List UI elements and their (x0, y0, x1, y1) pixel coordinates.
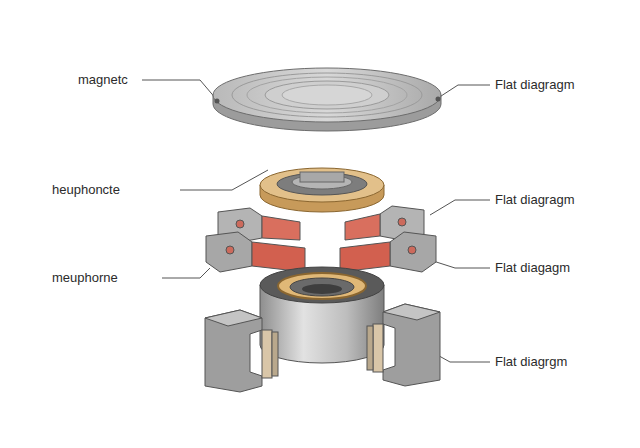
part-label: Flat diagragm (495, 192, 574, 208)
part-label: meuphorne (52, 270, 118, 286)
flat-diaphragm-disc (213, 68, 441, 131)
part-label: Flat diagragm (495, 77, 574, 93)
magnet-segments (206, 206, 436, 272)
voice-coil-ring (260, 168, 384, 212)
magnet-blocks (205, 304, 440, 392)
part-label: Flat diagrgm (495, 354, 567, 370)
part-label: magnetc (78, 72, 128, 88)
part-label: heuphoncte (52, 182, 120, 198)
pole-cylinder (260, 267, 384, 363)
part-label: Flat diagagm (495, 260, 570, 276)
